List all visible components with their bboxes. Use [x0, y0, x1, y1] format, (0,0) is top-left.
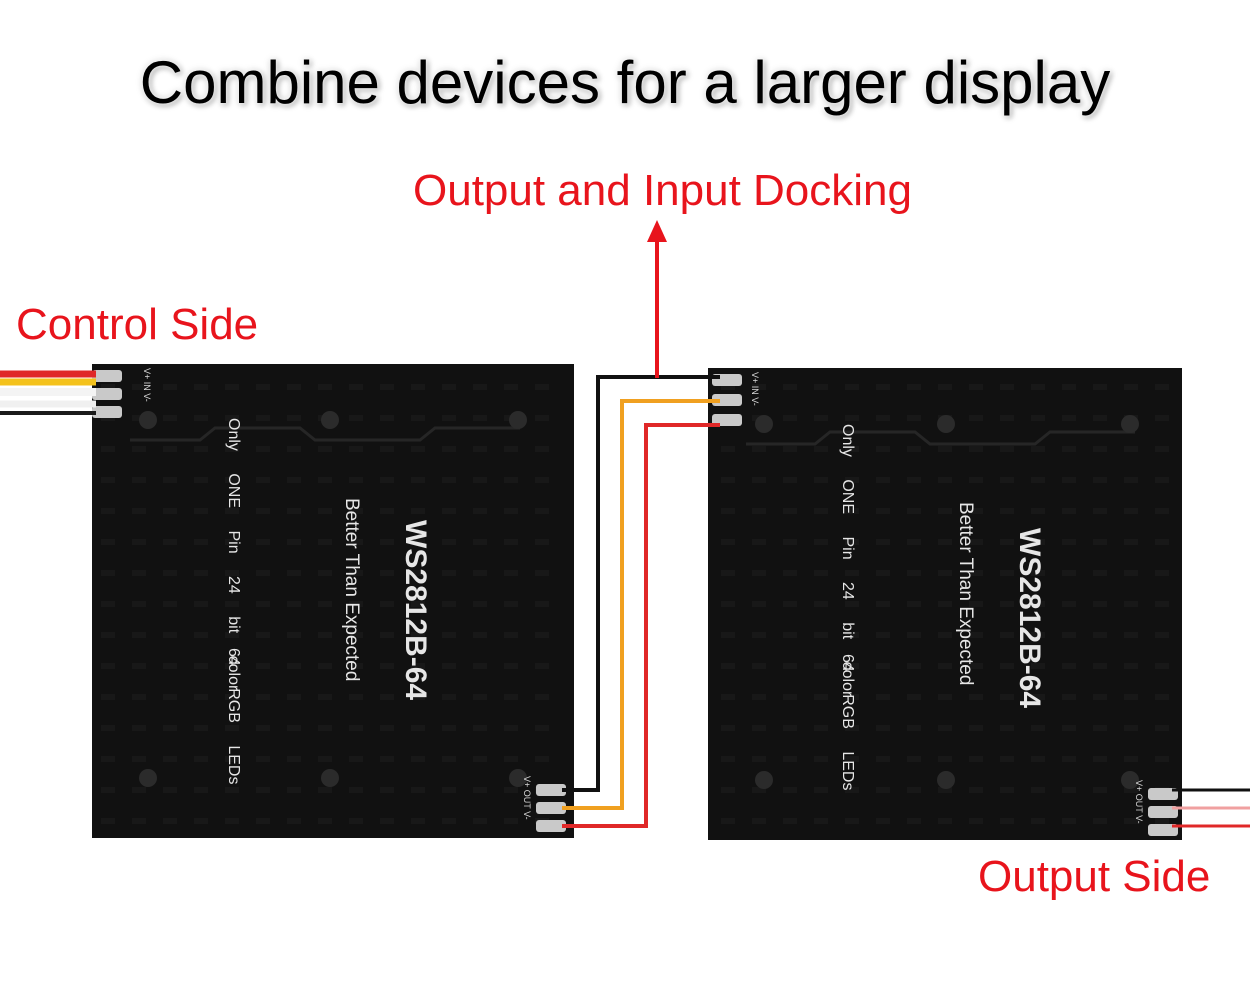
input-cable	[0, 370, 96, 415]
board-2-model: WS2812B-64	[1013, 528, 1046, 709]
board-1-model: WS2812B-64	[399, 520, 432, 701]
docking-wires	[562, 375, 720, 828]
board-2-slogan: Better Than Expected	[955, 502, 976, 686]
led-panel-board-2	[708, 368, 1182, 840]
board-2-pins-out: V+ OUT V-	[1134, 780, 1144, 824]
board-1-pins-out: V+ OUT V-	[522, 776, 532, 820]
output-cable	[1172, 788, 1250, 828]
board-1-slogan: Better Than Expected	[341, 498, 362, 682]
control-side-label: Control Side	[16, 300, 259, 349]
docking-arrow	[647, 220, 667, 378]
headline: Combine devices for a larger display	[139, 49, 1111, 116]
board-1-spec-2: 64 RGB LEDs	[225, 648, 242, 785]
output-side-label: Output Side	[978, 852, 1211, 901]
board-2-spec-2: 64 RGB LEDs	[839, 654, 856, 791]
docking-label: Output and Input Docking	[413, 166, 912, 215]
board-1-pins-in: V+ IN V-	[142, 368, 152, 402]
board-2-pins-in: V+ IN V-	[750, 372, 760, 406]
led-panel-board-1	[92, 364, 574, 838]
